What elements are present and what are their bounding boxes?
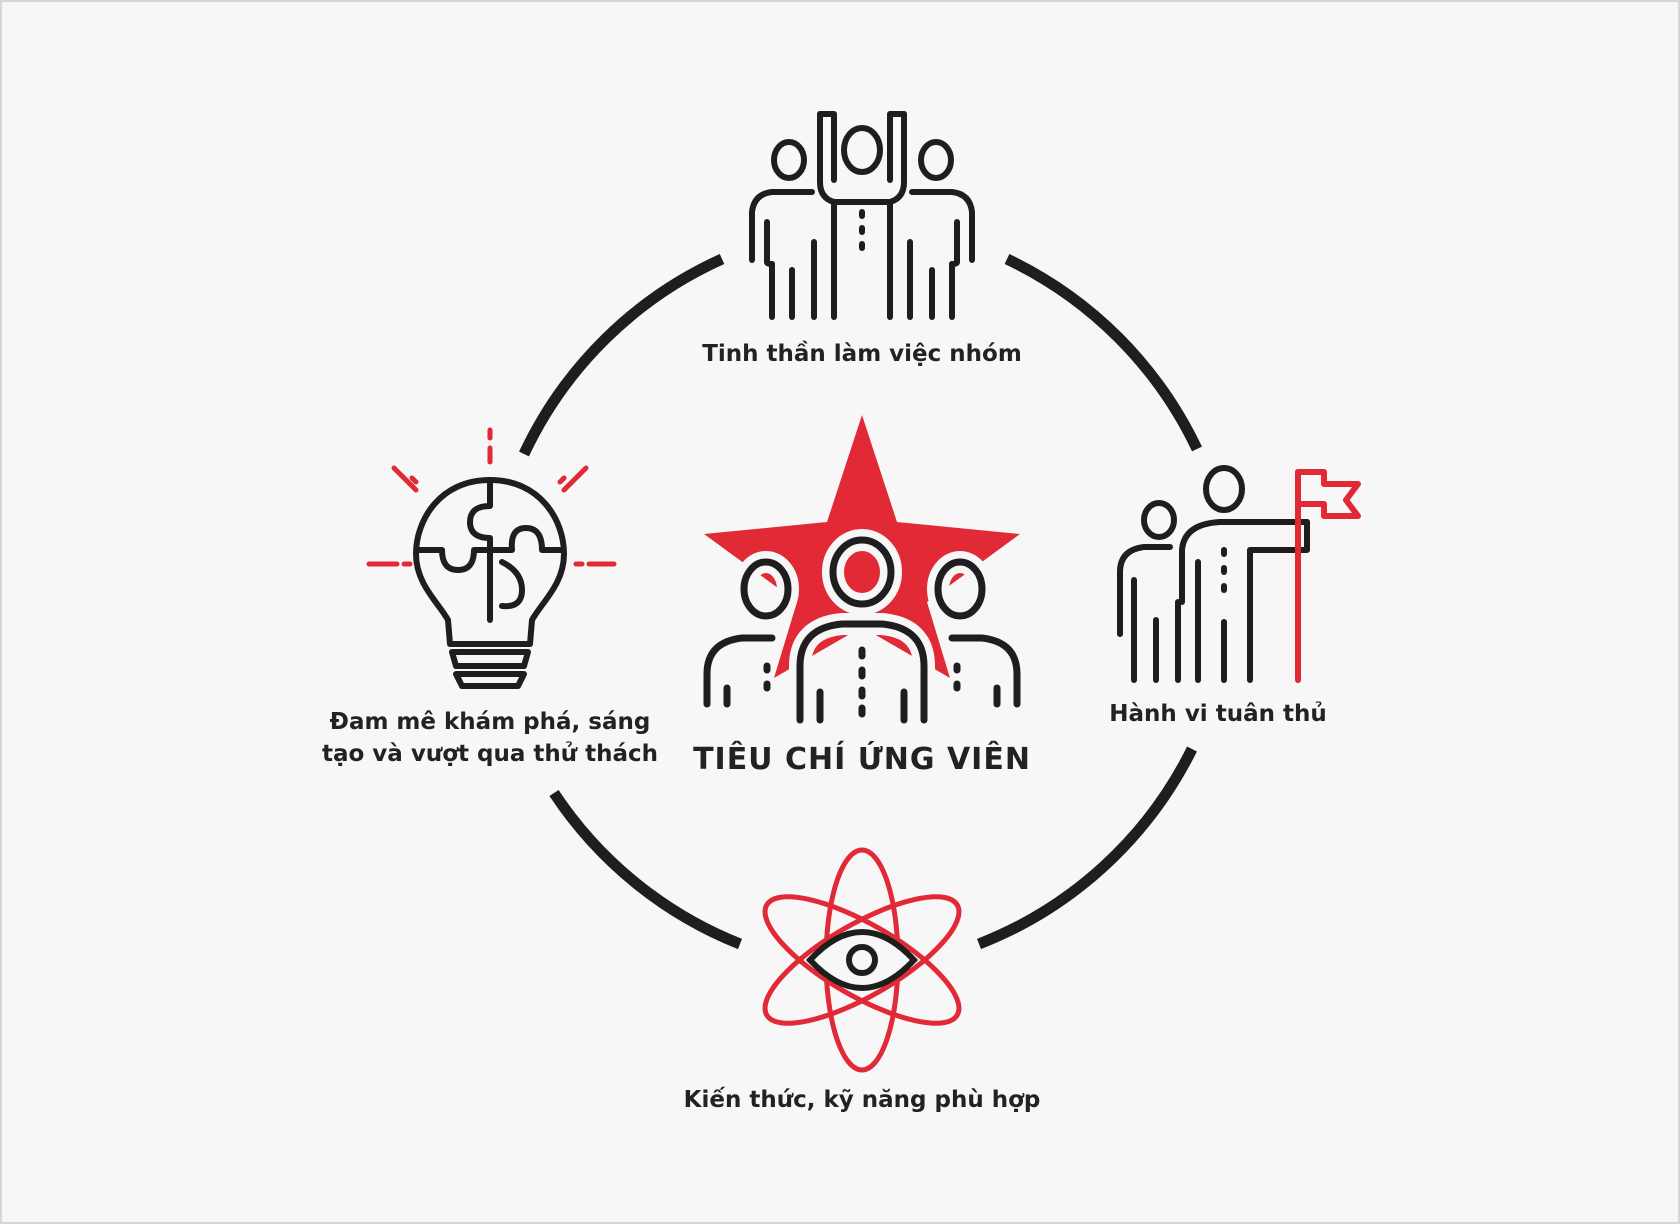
criterion-compliance-label: Hành vi tuân thủ [1109, 701, 1327, 727]
criterion-passion-line1: Đam mê khám phá, sáng [329, 709, 651, 735]
ring-segment-top-right [1004, 254, 1202, 452]
criterion-passion-label: Đam mê khám phá, sáng tạo và vượt qua th… [322, 706, 658, 770]
star-team-icon [696, 415, 1028, 731]
teamwork-icon [749, 111, 975, 320]
center-person-head [829, 536, 895, 608]
puzzle-lightbulb-icon [366, 427, 617, 689]
cycle-ring [519, 253, 1202, 950]
atom-eye-icon [762, 847, 962, 1073]
criterion-knowledge-label: Kiến thức, kỹ năng phù hợp [683, 1087, 1041, 1113]
criterion-teamwork-label: Tinh thần làm việc nhóm [702, 341, 1022, 367]
center-title: TIÊU CHÍ ỨNG VIÊN [693, 742, 1031, 777]
leader-flag-icon [1117, 465, 1361, 683]
ring-segment-top-left [519, 253, 725, 457]
ring-segment-bottom-right [976, 746, 1197, 950]
criterion-passion-line2: tạo và vượt qua thử thách [321, 741, 659, 767]
ring-segment-bottom-left [549, 789, 743, 950]
